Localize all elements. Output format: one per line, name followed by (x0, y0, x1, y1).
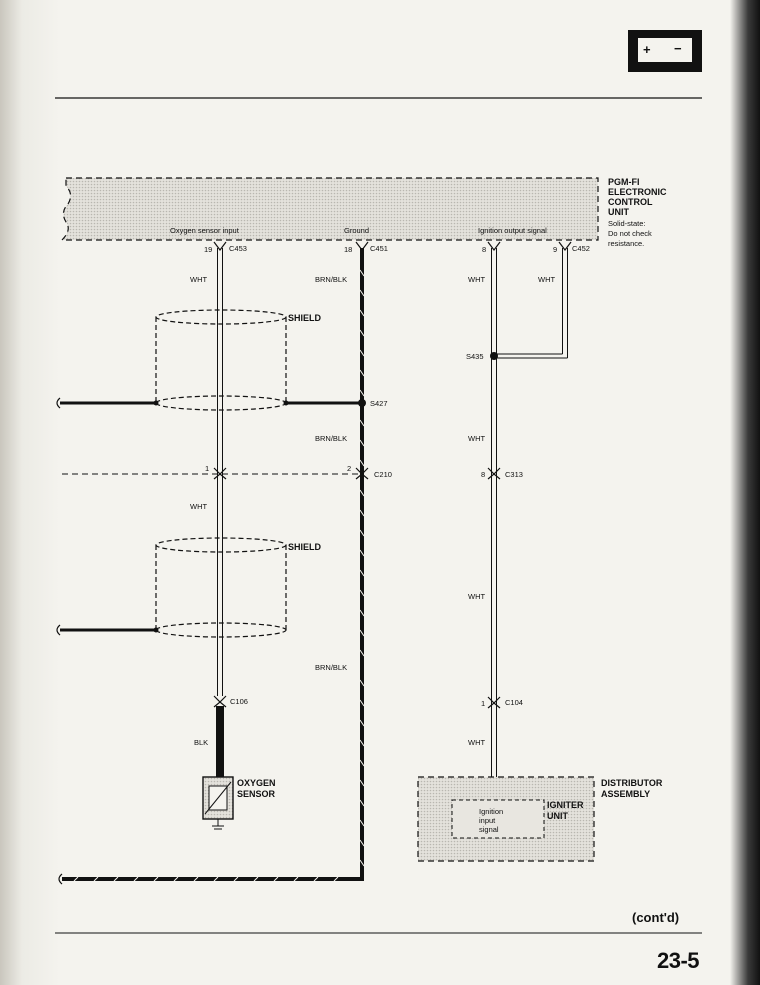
c210-pin-o2: 1 (205, 464, 209, 473)
connector-c452: C452 (572, 244, 590, 253)
wire-label-ground-1: BRN/BLK (315, 275, 347, 284)
c313-glyph (487, 467, 501, 480)
splice-s427-dot (358, 399, 366, 407)
ecu-title-line-3: CONTROL (608, 197, 653, 207)
ecu-note-line-2: Do not check (608, 229, 652, 238)
ecu-note-line-1: Solid-state: (608, 219, 646, 228)
svg-text:−: − (674, 41, 682, 56)
wire-label-ign-after-splice: WHT (468, 434, 485, 443)
ecu-title-line-4: UNIT (608, 207, 629, 217)
ecu-title-line-2: ELECTRONIC (608, 187, 667, 197)
connector-c313: C313 (505, 470, 523, 479)
shield-upper (155, 309, 287, 411)
distributor-line-1: DISTRIBUTOR (601, 778, 663, 788)
splice-s435: S435 (466, 352, 484, 361)
wire-label-o2-middle: WHT (190, 502, 207, 511)
c106-glyph (213, 695, 227, 708)
connector-c104: C104 (505, 698, 523, 707)
connector-c210: C210 (374, 470, 392, 479)
wire-label-ground-3: BRN/BLK (315, 663, 347, 672)
ecu-title-line-1: PGM-FI (608, 177, 640, 187)
ecu-connector-glyphs (213, 241, 572, 251)
svg-text:+: + (643, 42, 651, 57)
wire-label-ign-right: WHT (538, 275, 555, 284)
c104-pin: 1 (481, 699, 485, 708)
ground-wire (58, 248, 365, 885)
shield-drain-lower (56, 624, 159, 636)
pin-ign-1: 8 (482, 245, 486, 254)
splice-s427: S427 (370, 399, 388, 408)
ecu-box (60, 177, 599, 241)
page-number: 23-5 (657, 948, 699, 973)
igniter-input-line-3: signal (479, 825, 499, 834)
wire-label-o2-lower: BLK (194, 738, 208, 747)
oxygen-sensor-line-1: OXYGEN (237, 778, 276, 788)
igniter-input-line-2: input (479, 816, 496, 825)
distributor-line-2: ASSEMBLY (601, 789, 650, 799)
igniter-line-2: UNIT (547, 811, 568, 821)
distributor-assembly (417, 776, 595, 862)
wire-label-o2-upper: WHT (190, 275, 207, 284)
oxygen-sensor-line-2: SENSOR (237, 789, 276, 799)
connector-c453: C453 (229, 244, 247, 253)
c210-pin-gnd: 2 (347, 464, 351, 473)
connector-c451: C451 (370, 244, 388, 253)
shield-upper-label: SHIELD (288, 313, 322, 323)
battery-icon: + − (628, 30, 702, 72)
oxygen-sensor (202, 776, 234, 830)
shield-lower (155, 537, 287, 638)
c104-glyph (487, 696, 501, 709)
wire-label-ground-2: BRN/BLK (315, 434, 347, 443)
ignition-signal-wire (491, 248, 568, 780)
ecu-signal-ignition: Ignition output signal (478, 226, 547, 235)
igniter-input-line-1: Ignition (479, 807, 503, 816)
continued-label: (cont'd) (632, 910, 679, 925)
shield-lower-label: SHIELD (288, 542, 322, 552)
pin-ground: 18 (344, 245, 352, 254)
c313-pin: 8 (481, 470, 485, 479)
ecu-signal-ground: Ground (344, 226, 369, 235)
ecu-signal-oxygen: Oxygen sensor input (170, 226, 240, 235)
c210-glyphs (213, 467, 369, 480)
pin-oxygen: 19 (204, 245, 212, 254)
shield-drain-upper (56, 397, 362, 409)
connector-c106: C106 (230, 697, 248, 706)
pin-ign-2: 9 (553, 245, 557, 254)
wire-label-ign-left: WHT (468, 275, 485, 284)
splice-s435-dot (490, 352, 498, 360)
wire-label-ign-lower: WHT (468, 738, 485, 747)
ecu-note-line-3: resistance. (608, 239, 644, 248)
igniter-line-1: IGNITER (547, 800, 584, 810)
wire-label-ign-mid: WHT (468, 592, 485, 601)
